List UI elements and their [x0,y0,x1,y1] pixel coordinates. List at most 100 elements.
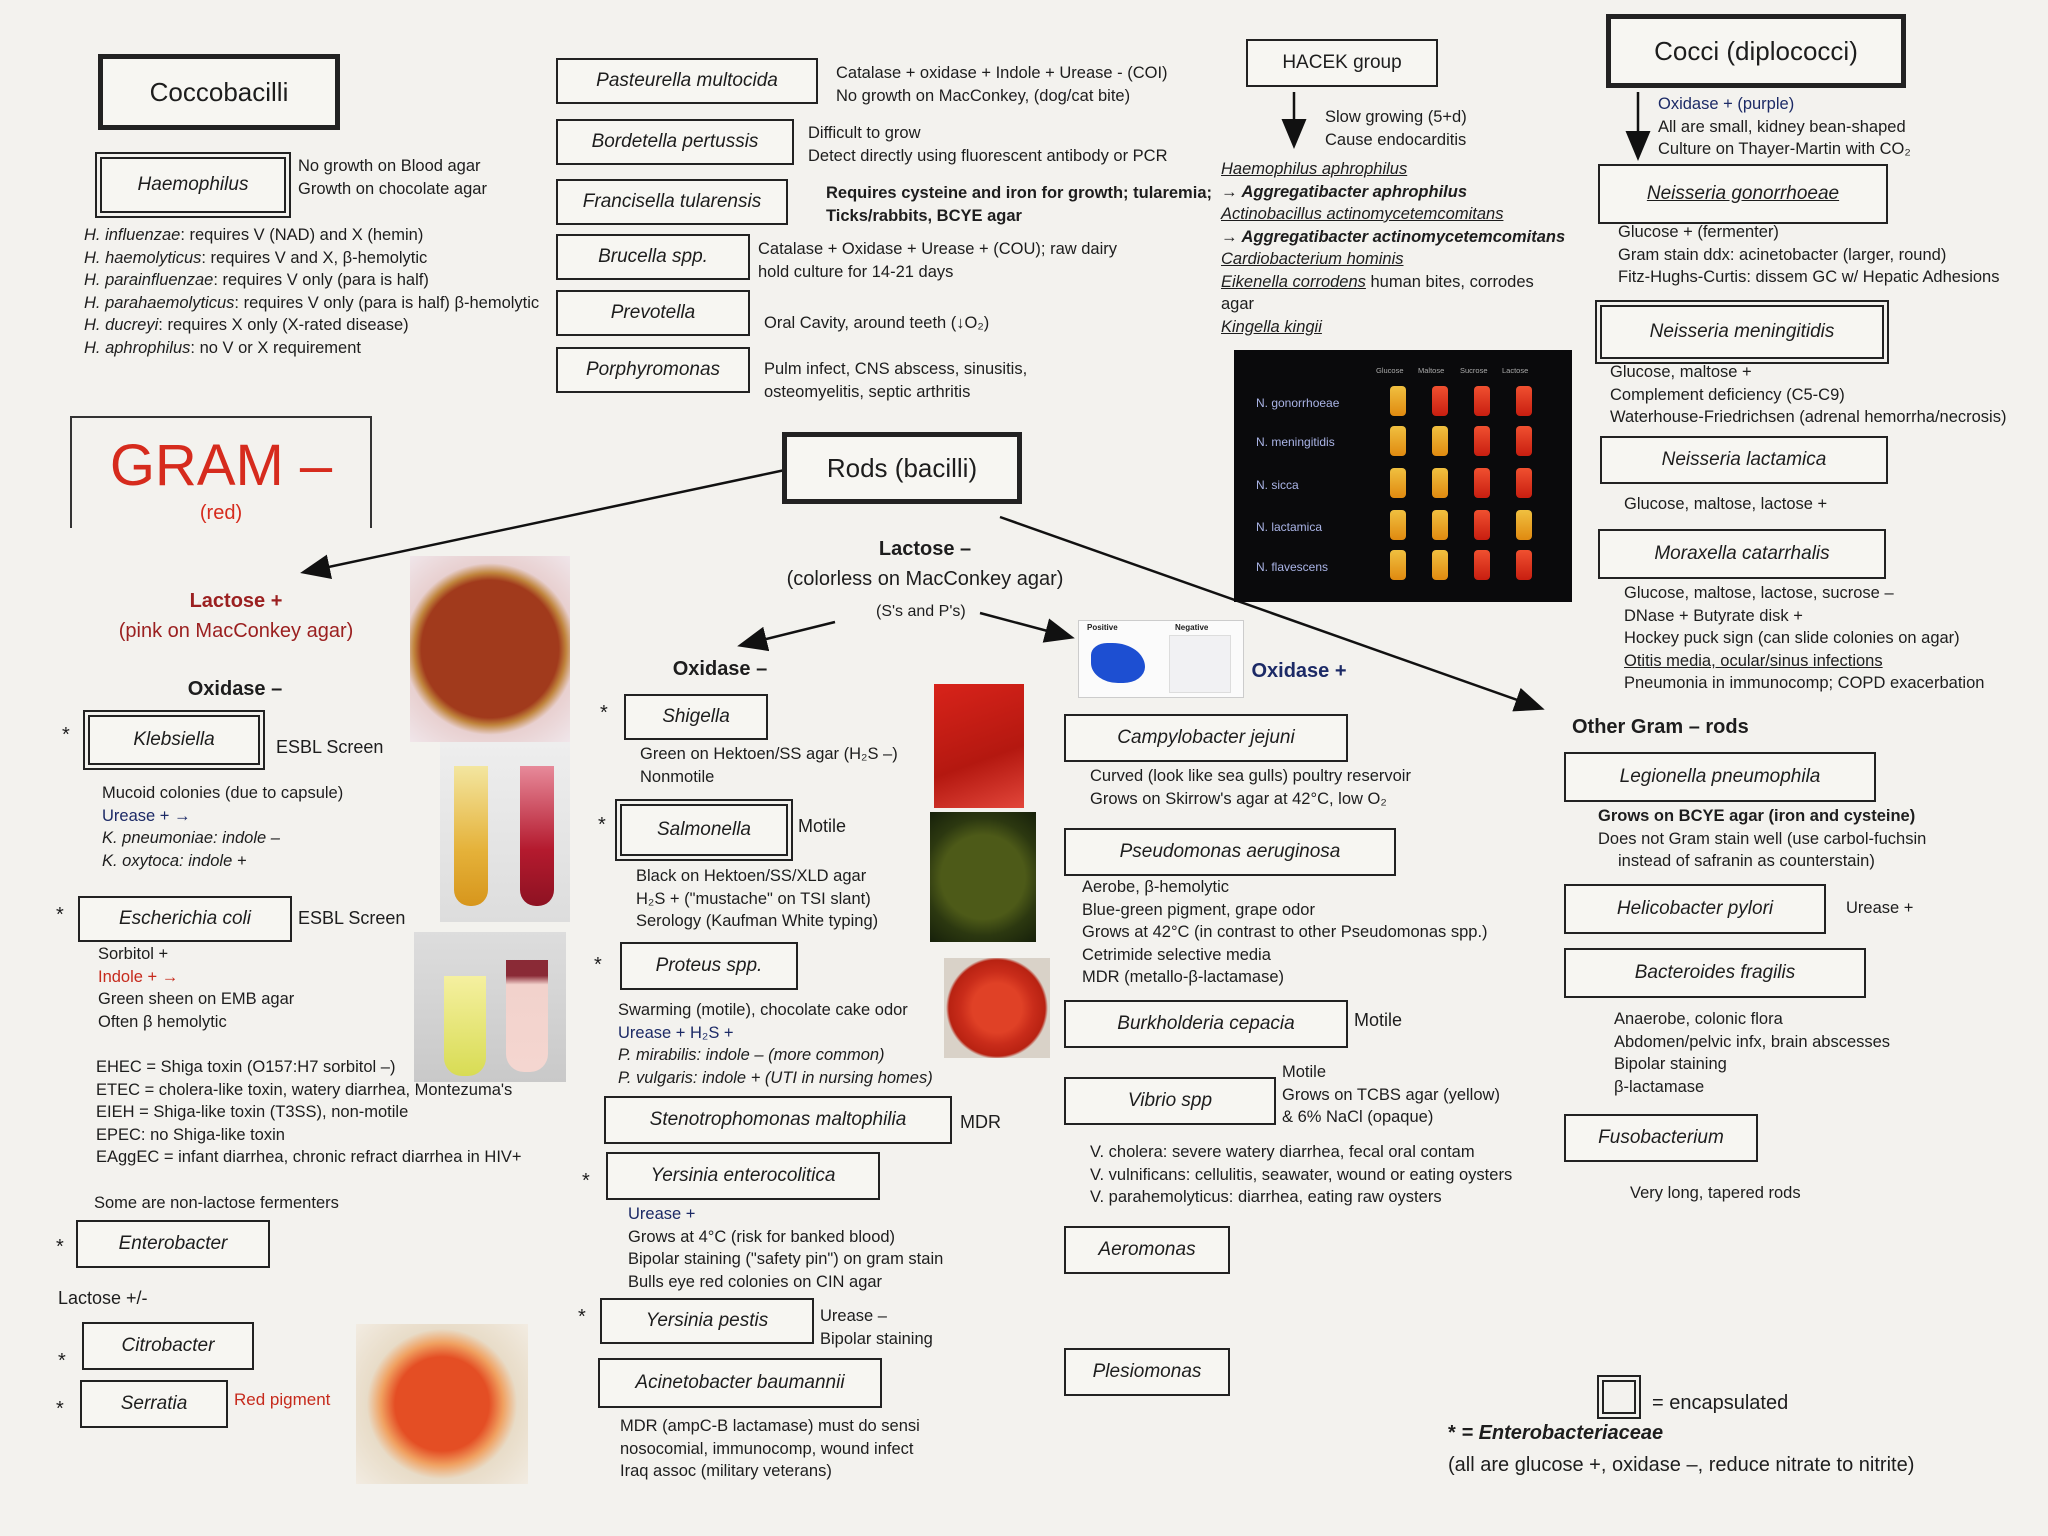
sugar-col-sucrose: Sucrose [1460,366,1488,375]
aeromonas-box: Aeromonas [1064,1226,1230,1274]
sugar-tube [1474,550,1490,580]
enterobacteriaceae-star: * [600,702,608,724]
gram-title: GRAM – [109,433,333,498]
urease-positive-tube [520,766,554,906]
arrow-rods-to-lactose-pos [300,468,786,580]
enterobacteriaceae-star: * [62,724,70,746]
sugar-tube [1516,386,1532,416]
oxidase-positive-label: Positive [1087,623,1118,632]
lactamica-box: Neisseria lactamica [1600,436,1888,484]
lactose-pos-subtitle: (pink on MacConkey agar) [118,620,354,642]
helicobacter-box: Helicobacter pylori [1564,884,1826,934]
lactose-neg-title: Lactose – [878,538,972,560]
sugar-tube [1516,510,1532,540]
lactose-pos-title: Lactose + [189,590,283,612]
enterobacteriaceae-star: * [594,954,602,976]
sugar-tube [1432,386,1448,416]
plesiomonas-box: Plesiomonas [1064,1348,1230,1396]
legionella-notes: Grows on BCYE agar (iron and cysteine) D… [1598,807,1927,870]
moraxella-box: Moraxella catarrhalis [1598,529,1886,579]
hektoen-shigella-photo [934,684,1024,808]
hacek-title: HACEK group [1246,39,1438,87]
yersinia-pestis-notes: Urease – Bipolar staining [820,1307,933,1348]
klebsiella-box: Klebsiella [83,710,265,770]
yersinia-pestis-box: Yersinia pestis [600,1298,814,1344]
urease-negative-tube [454,766,488,906]
pseudomonas-box: Pseudomonas aeruginosa [1064,828,1396,876]
arrow-lactose-neg-to-oxidase-pos [979,611,1075,643]
sugar-tube [1390,426,1406,456]
helicobacter-tag: Urease + [1846,899,1914,917]
sugar-row-meningitidis: N. meningitidis [1256,435,1335,449]
klebsiella-notes: Mucoid colonies (due to capsule) Urease … [102,784,344,870]
bordetella-box: Bordetella pertussis [556,119,794,165]
cocci-notes: Oxidase + (purple) All are small, kidney… [1658,95,1911,158]
coccobacilli-title: Coccobacilli [98,54,340,130]
stenotrophomonas-box: Stenotrophomonas maltophilia [604,1096,952,1144]
sugar-tube [1432,550,1448,580]
sugar-col-maltose: Maltose [1418,366,1445,375]
proteus-box: Proteus spp. [620,942,798,990]
non-lactose-note: Some are non-lactose fermenters [94,1194,339,1212]
gram-subtitle: (red) [199,502,243,524]
enterobacteriaceae-legend: * = Enterobacteriaceae [1448,1422,1664,1444]
prevotella-box: Prevotella [556,290,750,336]
oxidase-negative-spot [1169,635,1231,693]
acinetobacter-box: Acinetobacter baumannii [598,1358,882,1408]
vibrio-box: Vibrio spp [1064,1077,1276,1125]
hacek-notes: Slow growing (5+d) Cause endocarditis [1325,108,1467,149]
legionella-box: Legionella pneumophila [1564,752,1876,802]
meningitidis-notes: Glucose, maltose + Complement deficiency… [1610,363,2007,426]
sugar-tube [1390,468,1406,498]
enterobacteriaceae-star: * [56,1398,64,1420]
moraxella-notes: Glucose, maltose, lactose, sucrose – DNa… [1624,584,1985,692]
sugar-row-sicca: N. sicca [1256,478,1299,492]
lactose-neg-oxidase-pos: Oxidase + [1251,660,1347,682]
ecoli-types: EHEC = Shiga toxin (O157:H7 sorbitol –) … [96,1058,522,1166]
other-rods-title: Other Gram – rods [1572,716,1749,738]
lactose-variable-label: Lactose +/- [58,1288,148,1308]
oxidase-test-photo: Positive Negative [1078,620,1244,698]
sugar-tube [1474,468,1490,498]
sugar-tube [1474,426,1490,456]
ecoli-tag: ESBL Screen [298,908,406,928]
sugar-tube [1390,550,1406,580]
serratia-tag: Red pigment [234,1390,331,1409]
proteus-notes: Swarming (motile), chocolate cake odor U… [618,1001,933,1087]
vibrio-species: V. cholera: severe watery diarrhea, feca… [1090,1143,1513,1206]
hektoen-salmonella-photo [930,812,1036,942]
burkholderia-box: Burkholderia cepacia [1064,1000,1348,1048]
bordetella-notes: Difficult to grow Detect directly using … [808,124,1168,165]
rods-title: Rods (bacilli) [782,432,1022,504]
sugar-tube [1432,426,1448,456]
indole-tubes-photo [414,932,566,1082]
indole-positive-tube [506,960,548,1072]
lactose-neg-subtitle: (colorless on MacConkey agar) [786,568,1064,590]
porphyromonas-box: Porphyromonas [556,347,750,393]
fusobacterium-notes: Very long, tapered rods [1630,1184,1801,1202]
brucella-notes: Catalase + Oxidase + Urease + (COU); raw… [758,240,1118,281]
acinetobacter-notes: MDR (ampC-B lactamase) must do sensi nos… [620,1417,920,1480]
brucella-box: Brucella spp. [556,234,750,280]
burkholderia-tag: Motile [1354,1010,1403,1030]
macconkey-plate-photo [410,556,570,742]
fusobacterium-box: Fusobacterium [1564,1114,1758,1162]
salmonella-notes: Black on Hektoen/SS/XLD agar H₂S + ("mus… [636,867,879,930]
lactose-pos-oxidase: Oxidase – [187,678,283,700]
sugar-row-lactamica: N. lactamica [1256,520,1323,534]
hacek-members: Haemophilus aphrophilus → Aggregatibacte… [1221,160,1566,336]
haemophilus-species-list: H. influenzae: requires V (NAD) and X (h… [84,226,540,357]
porphyromonas-notes: Pulm infect, CNS abscess, sinusitis, ost… [764,360,1028,401]
oxidase-positive-spot [1091,643,1145,683]
haemophilus-notes: No growth on Blood agar Growth on chocol… [298,157,487,198]
pseudomonas-notes: Aerobe, β-hemolytic Blue-green pigment, … [1082,878,1488,986]
francisella-box: Francisella tularensis [556,179,788,225]
citrobacter-box: Citrobacter [82,1322,254,1370]
bacteroides-notes: Anaerobe, colonic flora Abdomen/pelvic i… [1614,1010,1891,1096]
sugar-row-gonorrhoeae: N. gonorrhoeae [1256,396,1340,410]
yersinia-enterocolitica-box: Yersinia enterocolitica [606,1152,880,1200]
sugar-tube [1516,468,1532,498]
pasteurella-notes: Catalase + oxidase + Indole + Urease - (… [836,64,1168,105]
salmonella-tag: Motile [798,816,847,836]
